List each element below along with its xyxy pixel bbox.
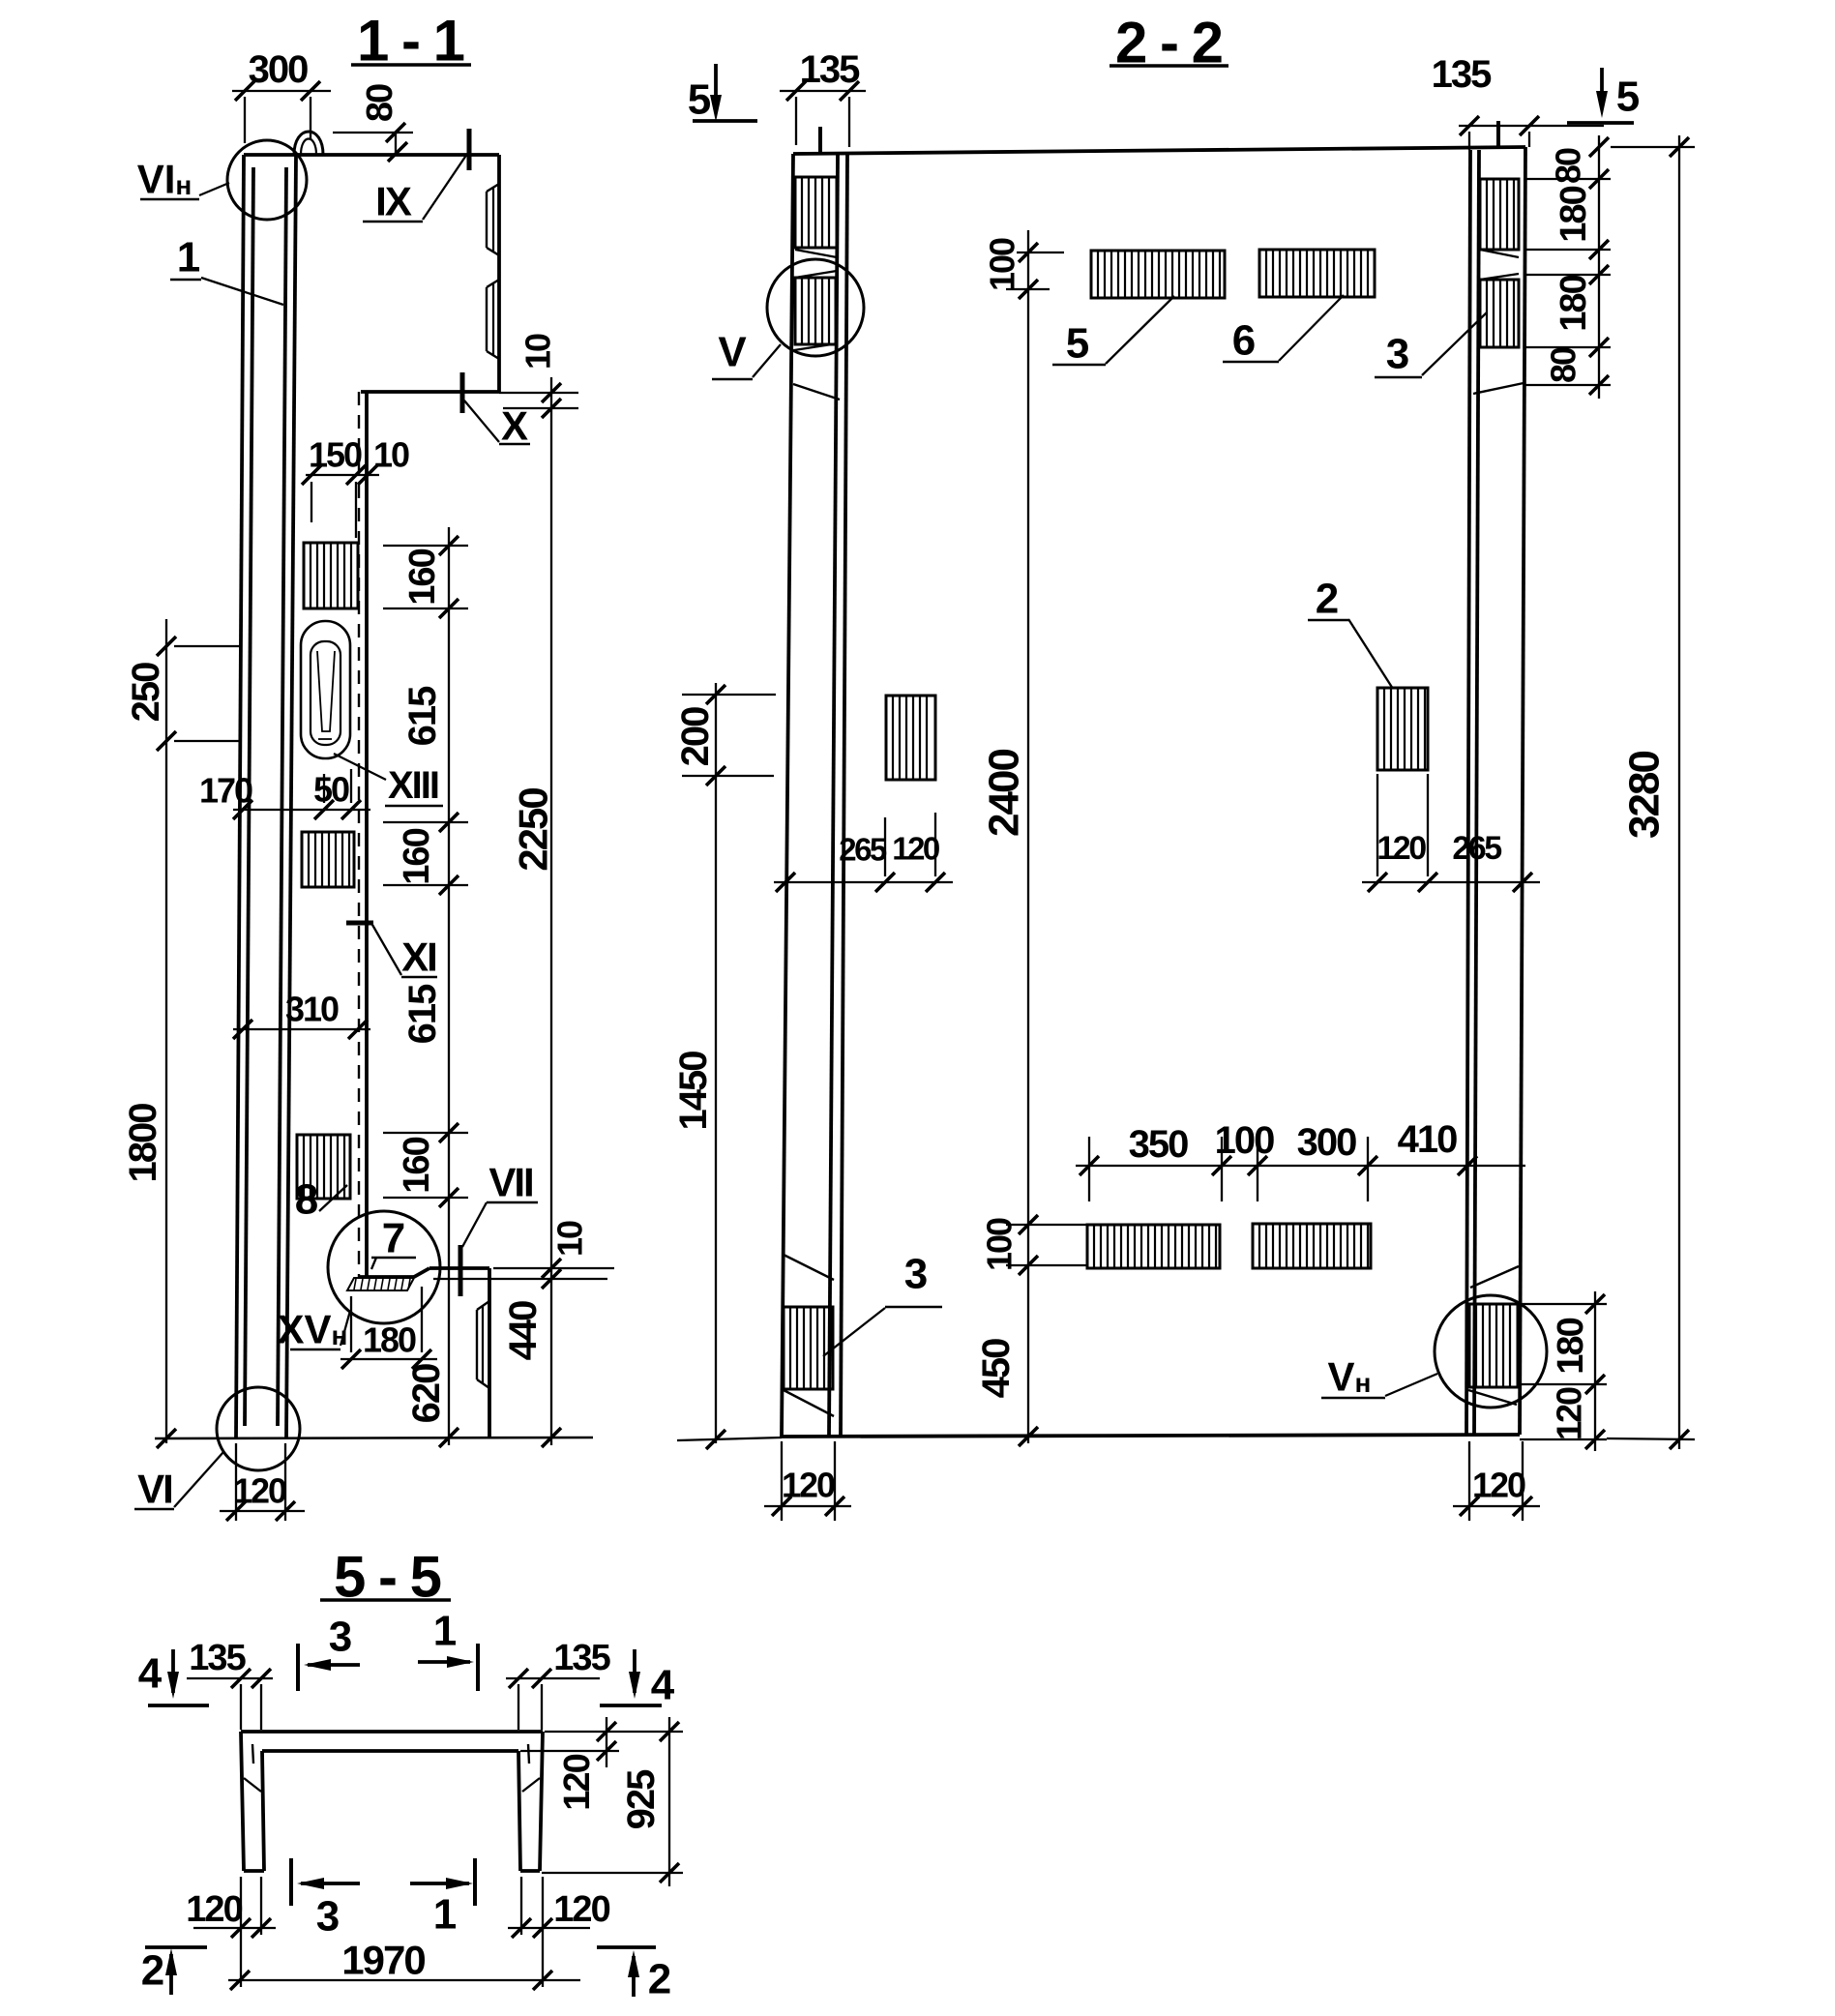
svg-text:300: 300 — [249, 48, 308, 91]
svg-text:620: 620 — [405, 1364, 448, 1423]
svg-text:IX: IX — [375, 179, 412, 224]
svg-text:1800: 1800 — [122, 1104, 164, 1183]
svg-text:180: 180 — [1554, 275, 1594, 331]
svg-text:120: 120 — [1376, 830, 1426, 867]
svg-text:6: 6 — [1232, 317, 1255, 365]
svg-text:80: 80 — [1549, 148, 1588, 184]
svg-text:4: 4 — [651, 1662, 675, 1709]
svg-text:180: 180 — [1554, 186, 1594, 242]
svg-text:2: 2 — [141, 1947, 163, 1995]
svg-text:120: 120 — [553, 1889, 609, 1930]
svg-text:135: 135 — [1432, 53, 1492, 96]
svg-text:450: 450 — [975, 1339, 1018, 1398]
svg-text:1: 1 — [177, 234, 200, 282]
svg-text:XIII: XIII — [388, 764, 438, 807]
svg-text:2: 2 — [648, 1956, 670, 2003]
svg-text:120: 120 — [1550, 1387, 1589, 1440]
svg-text:265: 265 — [1452, 830, 1501, 867]
svg-text:300: 300 — [1297, 1121, 1356, 1164]
svg-text:120: 120 — [557, 1754, 598, 1810]
svg-text:3: 3 — [1386, 331, 1408, 378]
svg-text:160: 160 — [402, 548, 443, 605]
svg-text:XVн: XVн — [278, 1307, 348, 1352]
svg-text:1 - 1: 1 - 1 — [357, 9, 464, 74]
svg-text:310: 310 — [285, 990, 339, 1029]
svg-text:120: 120 — [233, 1471, 286, 1511]
svg-text:80: 80 — [360, 84, 400, 122]
svg-text:120: 120 — [892, 831, 939, 867]
svg-text:180: 180 — [1551, 1318, 1591, 1374]
svg-text:925: 925 — [620, 1769, 663, 1829]
svg-text:2400: 2400 — [981, 750, 1028, 837]
svg-text:150: 150 — [309, 435, 362, 475]
svg-text:5: 5 — [688, 76, 711, 124]
svg-text:100: 100 — [980, 1218, 1020, 1271]
svg-text:2: 2 — [1316, 576, 1338, 623]
svg-text:100: 100 — [1215, 1119, 1274, 1162]
svg-text:XI: XI — [401, 934, 436, 980]
svg-text:5: 5 — [1616, 74, 1640, 121]
svg-text:V: V — [718, 329, 747, 376]
svg-text:5: 5 — [1066, 320, 1089, 368]
svg-text:3280: 3280 — [1621, 752, 1669, 839]
svg-text:3: 3 — [904, 1251, 927, 1298]
svg-text:1450: 1450 — [672, 1052, 715, 1131]
svg-text:410: 410 — [1398, 1118, 1457, 1161]
svg-text:100: 100 — [983, 238, 1022, 291]
svg-text:160: 160 — [397, 828, 437, 884]
svg-text:440: 440 — [502, 1301, 545, 1360]
svg-text:VIн: VIн — [137, 157, 192, 202]
svg-text:3: 3 — [329, 1614, 351, 1661]
svg-text:615: 615 — [401, 686, 444, 746]
svg-text:1: 1 — [433, 1608, 457, 1655]
svg-text:50: 50 — [313, 770, 349, 810]
svg-text:7: 7 — [382, 1215, 404, 1262]
svg-text:3: 3 — [316, 1893, 339, 1941]
svg-text:120: 120 — [1472, 1466, 1525, 1505]
svg-text:180: 180 — [363, 1320, 416, 1360]
svg-text:615: 615 — [401, 984, 444, 1044]
svg-text:10: 10 — [550, 1221, 590, 1257]
svg-text:135: 135 — [189, 1638, 246, 1678]
svg-text:200: 200 — [674, 707, 717, 766]
svg-text:265: 265 — [839, 832, 887, 868]
svg-text:160: 160 — [397, 1137, 437, 1193]
svg-text:170: 170 — [199, 771, 252, 811]
svg-text:VI: VI — [137, 1467, 172, 1512]
svg-text:250: 250 — [125, 663, 167, 722]
svg-text:120: 120 — [186, 1889, 242, 1930]
svg-text:80: 80 — [1544, 347, 1583, 383]
svg-text:2250: 2250 — [511, 788, 556, 872]
svg-text:10: 10 — [373, 435, 409, 475]
svg-text:135: 135 — [800, 48, 860, 91]
svg-text:8: 8 — [295, 1176, 318, 1224]
svg-text:VII: VII — [488, 1160, 532, 1205]
svg-text:4: 4 — [138, 1650, 163, 1698]
svg-text:X: X — [501, 403, 528, 449]
svg-text:1970: 1970 — [341, 1938, 425, 1983]
svg-text:350: 350 — [1129, 1123, 1188, 1166]
svg-text:10: 10 — [518, 334, 558, 370]
svg-text:135: 135 — [553, 1638, 610, 1678]
svg-text:1: 1 — [433, 1891, 457, 1939]
